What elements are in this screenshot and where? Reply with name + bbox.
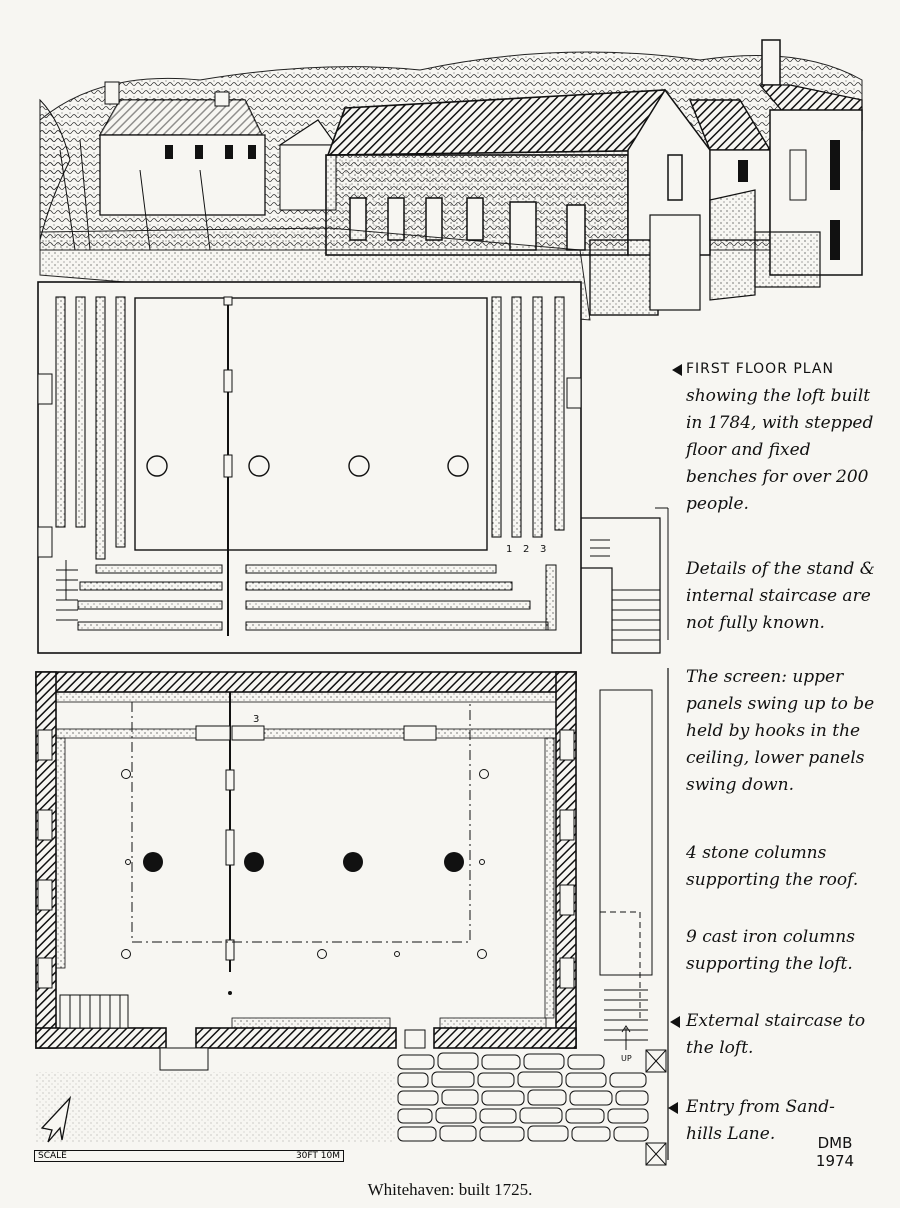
step-label-1: 1 <box>506 544 513 555</box>
signature: DMB 1974 <box>800 1134 870 1170</box>
signature-year: 1974 <box>815 1152 855 1170</box>
note-arrows <box>667 364 682 1160</box>
stone-columns-note: 4 stone columns supporting the roof. <box>686 843 859 890</box>
scale-value: 30FT 10M <box>295 1151 340 1161</box>
cast-iron-column <box>125 859 131 865</box>
cast-iron-columns-note: 9 cast iron columns supporting the loft. <box>686 927 855 974</box>
stone-column <box>143 852 163 872</box>
stone-column <box>444 852 464 872</box>
first-floor-plan <box>37 281 669 654</box>
up-label: UP <box>621 1054 632 1063</box>
caption: Whitehaven: built 1725. <box>367 1180 533 1199</box>
screen-note: The screen: upper panels swing up to be … <box>686 667 875 795</box>
ground-floor-plan <box>35 671 667 1166</box>
stone-column <box>343 852 363 872</box>
external-stand <box>581 507 669 654</box>
first-floor-plan-note: FIRST FLOOR PLAN showing the loft built … <box>686 355 886 518</box>
cast-iron-column <box>121 949 131 959</box>
cast-iron-column <box>477 949 487 959</box>
cast-iron-column <box>317 949 327 959</box>
stand-details-note: Details of the stand & internal staircas… <box>686 559 875 633</box>
screen-mark-label: 3 <box>253 714 260 725</box>
internal-staircase <box>56 560 78 621</box>
sandhills-lane-cobbles <box>397 1052 649 1142</box>
column-marker <box>447 455 469 477</box>
scale-label: SCALE <box>38 1151 67 1161</box>
building-sketch <box>39 39 863 321</box>
column-marker <box>248 455 270 477</box>
step-label-2: 2 <box>523 544 530 555</box>
left-cottages <box>98 81 338 216</box>
first-floor-plan-text: showing the loft built in 1784, with ste… <box>686 386 874 514</box>
external-staircase <box>599 689 667 1166</box>
step-label-3: 3 <box>540 544 547 555</box>
entry-note: Entry from Sand-hills Lane. <box>686 1097 835 1144</box>
scale-bar: SCALE 30FT 10M <box>34 1150 344 1162</box>
cast-iron-column <box>121 769 131 779</box>
signature-initials: DMB <box>817 1134 853 1152</box>
column-marker <box>146 455 168 477</box>
cast-iron-column <box>228 991 232 995</box>
cast-iron-column <box>479 859 485 865</box>
cast-iron-column <box>479 769 489 779</box>
external-staircase-note: External staircase to the loft. <box>686 1011 866 1058</box>
column-marker <box>348 455 370 477</box>
first-floor-plan-title: FIRST FLOOR PLAN <box>686 361 834 377</box>
stone-column <box>244 852 264 872</box>
cast-iron-column <box>394 951 400 957</box>
north-arrow-icon <box>40 1095 72 1143</box>
ground-internal-stair <box>59 994 129 1029</box>
